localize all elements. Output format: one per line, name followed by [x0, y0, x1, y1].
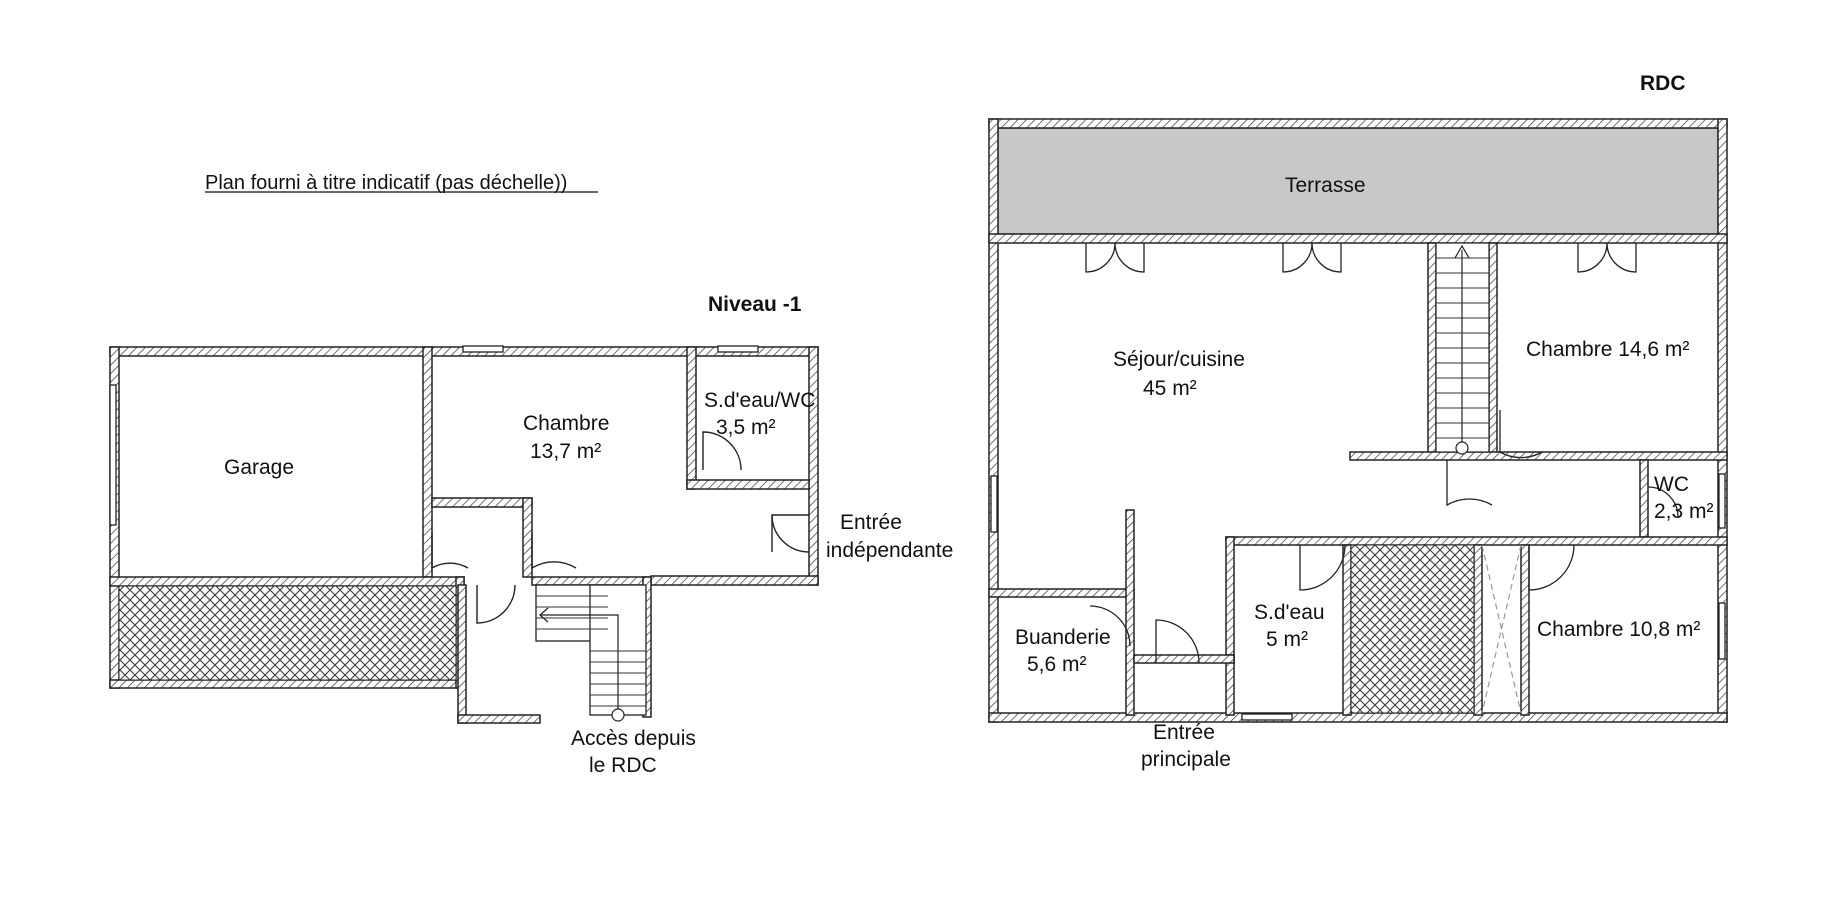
storage-area — [118, 585, 457, 681]
room-sejour-name: Séjour/cuisine — [1113, 348, 1245, 371]
room-sdeau-rdc-name: S.d'eau — [1254, 601, 1325, 624]
room-chambre-area: 13,7 m² — [530, 440, 601, 463]
rdc-plan: RDC Terrasse Séjour/cuisine 45 m² Chambr… — [988, 72, 1728, 771]
scale-note: Plan fourni à titre indicatif (pas déche… — [205, 172, 567, 194]
room-sdeau-name: S.d'eau/WC — [704, 389, 815, 412]
room-sdeau-rdc-area: 5 m² — [1266, 628, 1308, 651]
placard-cross — [1481, 544, 1522, 714]
room-wc-name: WC — [1654, 473, 1689, 496]
acces-rdc-line1: Accès depuis — [571, 727, 696, 750]
room-garage: Garage — [224, 456, 294, 479]
room-buanderie-name: Buanderie — [1015, 626, 1111, 649]
entree-principale-line2: principale — [1141, 748, 1231, 771]
room-terrasse: Terrasse — [1285, 174, 1366, 197]
entree-principale-line1: Entrée — [1153, 721, 1215, 744]
level-minus1-title: Niveau -1 — [708, 293, 802, 316]
stairs-minus1 — [535, 584, 647, 722]
room-wc-area: 2,3 m² — [1654, 500, 1714, 523]
room-sejour-area: 45 m² — [1143, 377, 1197, 400]
room-buanderie-area: 5,6 m² — [1027, 653, 1087, 676]
room-sdeau-area: 3,5 m² — [716, 416, 776, 439]
technical-shaft — [1350, 544, 1475, 714]
room-chambre-14: Chambre 14,6 m² — [1526, 338, 1689, 361]
rdc-title: RDC — [1640, 72, 1686, 95]
entree-independante-line2: indépendante — [826, 539, 953, 562]
level-minus1-plan: Niveau -1 Garage Chambre 13,7 m² S.d'eau… — [109, 293, 953, 777]
room-chambre-10: Chambre 10,8 m² — [1537, 618, 1700, 641]
acces-rdc-line2: le RDC — [589, 754, 657, 777]
entree-independante-line1: Entrée — [840, 511, 902, 534]
room-chambre-name: Chambre — [523, 412, 609, 435]
stairs-rdc — [1435, 242, 1490, 455]
